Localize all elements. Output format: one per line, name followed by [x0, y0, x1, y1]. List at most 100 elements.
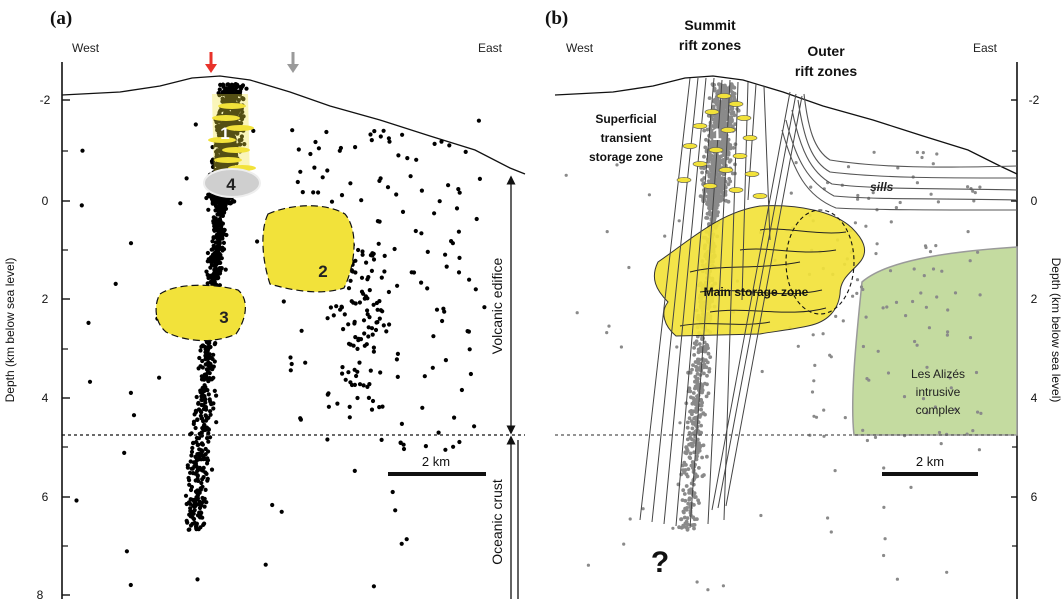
seismic-event-dot	[234, 153, 239, 158]
seismic-event-dot	[387, 139, 392, 144]
seismic-event-dot	[685, 425, 690, 430]
seismic-event-dot	[216, 166, 221, 171]
panel-b-topography	[554, 75, 1018, 175]
seismic-event-dot	[370, 332, 375, 337]
seismic-event-dot	[688, 451, 693, 456]
seismic-event-dot	[707, 210, 712, 215]
seismic-event-dot	[855, 278, 860, 282]
seismic-event-dot	[202, 521, 207, 526]
conduit-line	[675, 77, 715, 527]
seismic-event-dot	[218, 206, 223, 211]
seismic-event-dot	[876, 349, 880, 353]
seismic-event-dot	[794, 161, 798, 165]
seismic-event-dot	[966, 230, 970, 234]
seismic-event-dot	[201, 465, 206, 470]
seismic-event-dot	[239, 117, 245, 122]
seismic-event-dot	[201, 475, 206, 480]
seismic-event-dot	[711, 104, 716, 109]
seismic-event-dot	[186, 500, 192, 505]
seismic-event-dot	[188, 497, 193, 502]
seismic-event-dot	[437, 199, 442, 204]
seismic-event-dot	[369, 268, 374, 273]
seismic-event-dot	[710, 139, 715, 144]
seismic-event-dot	[696, 347, 701, 352]
seismic-event-dot	[401, 442, 406, 447]
sill-lens	[728, 101, 744, 107]
panel-b-label: (b)	[545, 8, 568, 29]
seismic-event-dot	[685, 448, 690, 453]
seismic-event-dot	[206, 344, 211, 349]
seismic-event-dot	[677, 219, 681, 223]
seismic-event-dot	[925, 411, 929, 415]
seismic-event-dot	[911, 299, 915, 304]
seismic-event-dot	[721, 161, 726, 166]
seismic-event-dot	[357, 382, 363, 387]
seismic-event-dot	[408, 174, 413, 179]
seismic-event-dot	[203, 487, 208, 492]
seismic-event-dot	[726, 182, 731, 187]
storage-vein	[739, 248, 837, 253]
seismic-event-dot	[882, 505, 886, 509]
seismic-event-dot	[915, 343, 919, 347]
seismic-event-dot	[214, 120, 219, 125]
seismic-event-dot	[619, 345, 624, 349]
seismic-event-dot	[695, 580, 699, 584]
conduit-line	[689, 79, 723, 529]
storage-vein	[759, 228, 847, 234]
panel-a-label: (a)	[50, 8, 72, 29]
seismic-event-dot	[197, 515, 203, 520]
seismic-event-dot	[896, 166, 900, 170]
sill-lens	[208, 137, 236, 143]
seismic-event-dot	[375, 307, 380, 312]
seismic-event-dot	[425, 286, 430, 291]
seismic-event-dot	[466, 329, 471, 334]
seismic-event-dot	[728, 179, 733, 184]
seismic-event-dot	[681, 468, 685, 472]
seismic-event-dot	[703, 349, 708, 354]
seismic-event-dot	[217, 217, 223, 222]
sill-lens	[214, 157, 242, 163]
seismic-event-dot	[720, 114, 725, 119]
seismic-event-dot	[370, 398, 376, 404]
seismic-event-dot	[456, 270, 462, 275]
seismic-event-dot	[859, 285, 864, 289]
seismic-event-dot	[721, 86, 726, 91]
seismic-event-dot	[225, 108, 230, 113]
seismic-event-dot	[206, 392, 211, 397]
seismic-event-dot	[605, 230, 609, 234]
seismic-event-dot	[921, 151, 925, 155]
sill-lens	[226, 125, 254, 131]
seismic-event-dot	[732, 113, 737, 118]
seismic-event-dot	[627, 265, 631, 270]
seismic-event-dot	[200, 449, 205, 454]
seismic-event-dot	[974, 370, 979, 375]
seismic-event-dot	[195, 468, 200, 474]
seismic-event-dot	[263, 562, 268, 567]
seismic-event-dot	[696, 376, 700, 381]
seismic-event-dot	[347, 415, 352, 420]
seismic-event-dot	[193, 408, 198, 413]
seismic-event-dot	[707, 367, 712, 371]
seismic-event-dot	[704, 394, 709, 399]
seismic-event-dot	[203, 344, 208, 350]
seismic-event-dot	[696, 360, 701, 365]
seismic-event-dot	[703, 145, 708, 150]
right-tick-label: 0	[1031, 194, 1038, 208]
sill-lens	[676, 177, 692, 183]
seismic-event-dot	[372, 129, 377, 134]
seismic-event-dot	[205, 436, 210, 441]
seismic-event-dot	[723, 83, 727, 88]
seismic-event-dot	[846, 165, 851, 169]
seismic-event-dot	[685, 527, 690, 532]
seismic-event-dot	[381, 323, 386, 328]
seismic-event-dot	[898, 200, 902, 205]
seismic-event-dot	[789, 191, 793, 195]
seismic-event-dot	[720, 197, 724, 201]
seismic-event-dot	[185, 463, 190, 468]
seismic-event-dot	[212, 224, 217, 229]
seismic-event-dot	[888, 269, 893, 273]
seismic-event-dot	[349, 299, 354, 304]
sill-lens	[728, 187, 744, 193]
seismic-event-dot	[882, 466, 886, 470]
seismic-event-dot	[924, 305, 929, 309]
